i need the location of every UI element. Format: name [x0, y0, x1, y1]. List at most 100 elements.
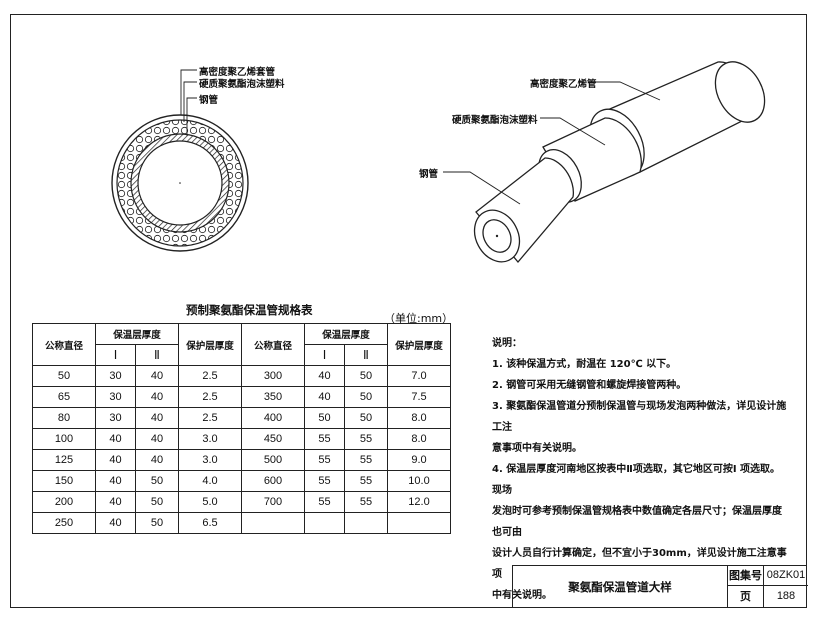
- table-cell: 55: [304, 449, 345, 471]
- notes-line: 1. 该种保温方式，耐温在 120℃ 以下。: [492, 359, 677, 370]
- table-cell: 8.0: [387, 407, 451, 429]
- table-cell: 40: [304, 365, 345, 387]
- notes-line: 中有关说明。: [492, 590, 552, 601]
- label-pe-pipe-3d: 高密度聚乙烯管: [530, 79, 597, 90]
- table-cell: 50: [344, 407, 388, 429]
- table-cell: 700: [241, 491, 305, 513]
- table-cell: 40: [135, 407, 179, 429]
- table-cell: 500: [241, 449, 305, 471]
- table-cell: 40: [135, 365, 179, 387]
- table-cell: 40: [95, 491, 136, 513]
- table-cell: 55: [304, 428, 345, 450]
- header-protective-thickness-2: 保护层厚度: [387, 323, 451, 366]
- table-cell: 50: [344, 386, 388, 408]
- label-pe-sleeve: 高密度聚乙烯套管: [199, 67, 276, 78]
- table-cell: 250: [32, 512, 96, 534]
- table-cell: 80: [32, 407, 96, 429]
- header-col-ii: Ⅱ: [135, 344, 179, 366]
- table-cell: 40: [135, 386, 179, 408]
- header-protective-thickness: 保护层厚度: [178, 323, 242, 366]
- atlas-label: 图集号: [728, 566, 764, 586]
- table-cell: 40: [135, 428, 179, 450]
- notes-line: 意事项中有关说明。: [492, 443, 582, 454]
- notes-line: 2. 钢管可采用无缝钢管和螺旋焊接管两种。: [492, 380, 687, 391]
- table-cell: 150: [32, 470, 96, 492]
- table-cell: 50: [135, 512, 179, 534]
- table-cell: 7.5: [387, 386, 451, 408]
- notes-line: 发泡时可参考预制保温管规格表中数值确定各层尺寸；保温层厚度也可由: [492, 506, 782, 538]
- table-cell: 450: [241, 428, 305, 450]
- table-cell: 30: [95, 365, 136, 387]
- header-nominal-diameter: 公称直径: [32, 323, 96, 366]
- table-cell: 30: [95, 407, 136, 429]
- header-insulation-thickness-2: 保温层厚度: [304, 323, 388, 345]
- table-cell: 7.0: [387, 365, 451, 387]
- label-steel-pipe-3d: 钢管: [419, 169, 439, 180]
- table-header-row: 公称直径 保温层厚度 保护层厚度 公称直径 保温层厚度 保护层厚度: [32, 323, 451, 366]
- table-cell: 9.0: [387, 449, 451, 471]
- page-number: 188: [776, 590, 796, 602]
- notes-line: 设计人员自行计算确定，但不宜小于30mm，详见设计施工注意事项: [492, 548, 787, 580]
- header-col-ii-2: Ⅱ: [344, 344, 388, 366]
- table-cell: 2.5: [178, 407, 242, 429]
- table-cell: 100: [32, 428, 96, 450]
- table-cell: 55: [304, 470, 345, 492]
- table-cell: 125: [32, 449, 96, 471]
- table-cell: 55: [344, 428, 388, 450]
- table-cell: 50: [32, 365, 96, 387]
- table-cell: [344, 512, 388, 534]
- table-cell: 2.5: [178, 365, 242, 387]
- table-cell: 4.0: [178, 470, 242, 492]
- header-nominal-diameter-2: 公称直径: [241, 323, 305, 366]
- table-cell: [304, 512, 345, 534]
- title-block: 聚氨酯保温管道大样 图集号 08ZK01 页 188: [512, 565, 808, 608]
- atlas-number: 08ZK01: [764, 566, 808, 586]
- table-cell: 30: [95, 386, 136, 408]
- table-cell: 50: [304, 407, 345, 429]
- table-cell: 6.5: [178, 512, 242, 534]
- table-cell: 5.0: [178, 491, 242, 513]
- table-cell: 400: [241, 407, 305, 429]
- table-cell: 12.0: [387, 491, 451, 513]
- table-cell: 600: [241, 470, 305, 492]
- drawing-title: 聚氨酯保温管道大样: [513, 566, 728, 607]
- table-cell: 8.0: [387, 428, 451, 450]
- label-pu-foam-3d: 硬质聚氨酯泡沫塑料: [452, 115, 538, 126]
- table-unit: （单位:mm）: [384, 312, 454, 325]
- spec-table: 公称直径 保温层厚度 保护层厚度 公称直径 保温层厚度 保护层厚度 Ⅰ Ⅱ Ⅰ …: [32, 323, 451, 534]
- table-cell: 40: [95, 449, 136, 471]
- table-cell: 40: [304, 386, 345, 408]
- table-cell: 300: [241, 365, 305, 387]
- table-cell: [241, 512, 305, 534]
- table-cell: 50: [344, 365, 388, 387]
- pipe-cross-section-drawing: [0, 0, 814, 320]
- table-subheader-row: Ⅰ Ⅱ Ⅰ Ⅱ: [33, 344, 451, 366]
- table-cell: 2.5: [178, 386, 242, 408]
- table-cell: 55: [344, 449, 388, 471]
- table-title: 预制聚氨酯保温管规格表: [186, 303, 313, 317]
- table-cell: 55: [344, 470, 388, 492]
- table-cell: 3.0: [178, 449, 242, 471]
- header-col-i: Ⅰ: [95, 344, 136, 366]
- table-cell: 40: [135, 449, 179, 471]
- label-steel-pipe: 钢管: [199, 95, 219, 106]
- table-cell: 40: [95, 428, 136, 450]
- label-pu-foam: 硬质聚氨酯泡沫塑料: [199, 79, 285, 90]
- header-insulation-thickness: 保温层厚度: [95, 323, 179, 345]
- page-label: 页: [728, 586, 764, 607]
- table-cell: 200: [32, 491, 96, 513]
- notes: 说明： 1. 该种保温方式，耐温在 120℃ 以下。 2. 钢管可采用无缝钢管和…: [492, 333, 790, 606]
- table-cell: 50: [135, 470, 179, 492]
- table-cell: 40: [95, 512, 136, 534]
- table-cell: 3.0: [178, 428, 242, 450]
- header-col-i-2: Ⅰ: [304, 344, 345, 366]
- table-cell: 55: [344, 491, 388, 513]
- table-cell: 65: [32, 386, 96, 408]
